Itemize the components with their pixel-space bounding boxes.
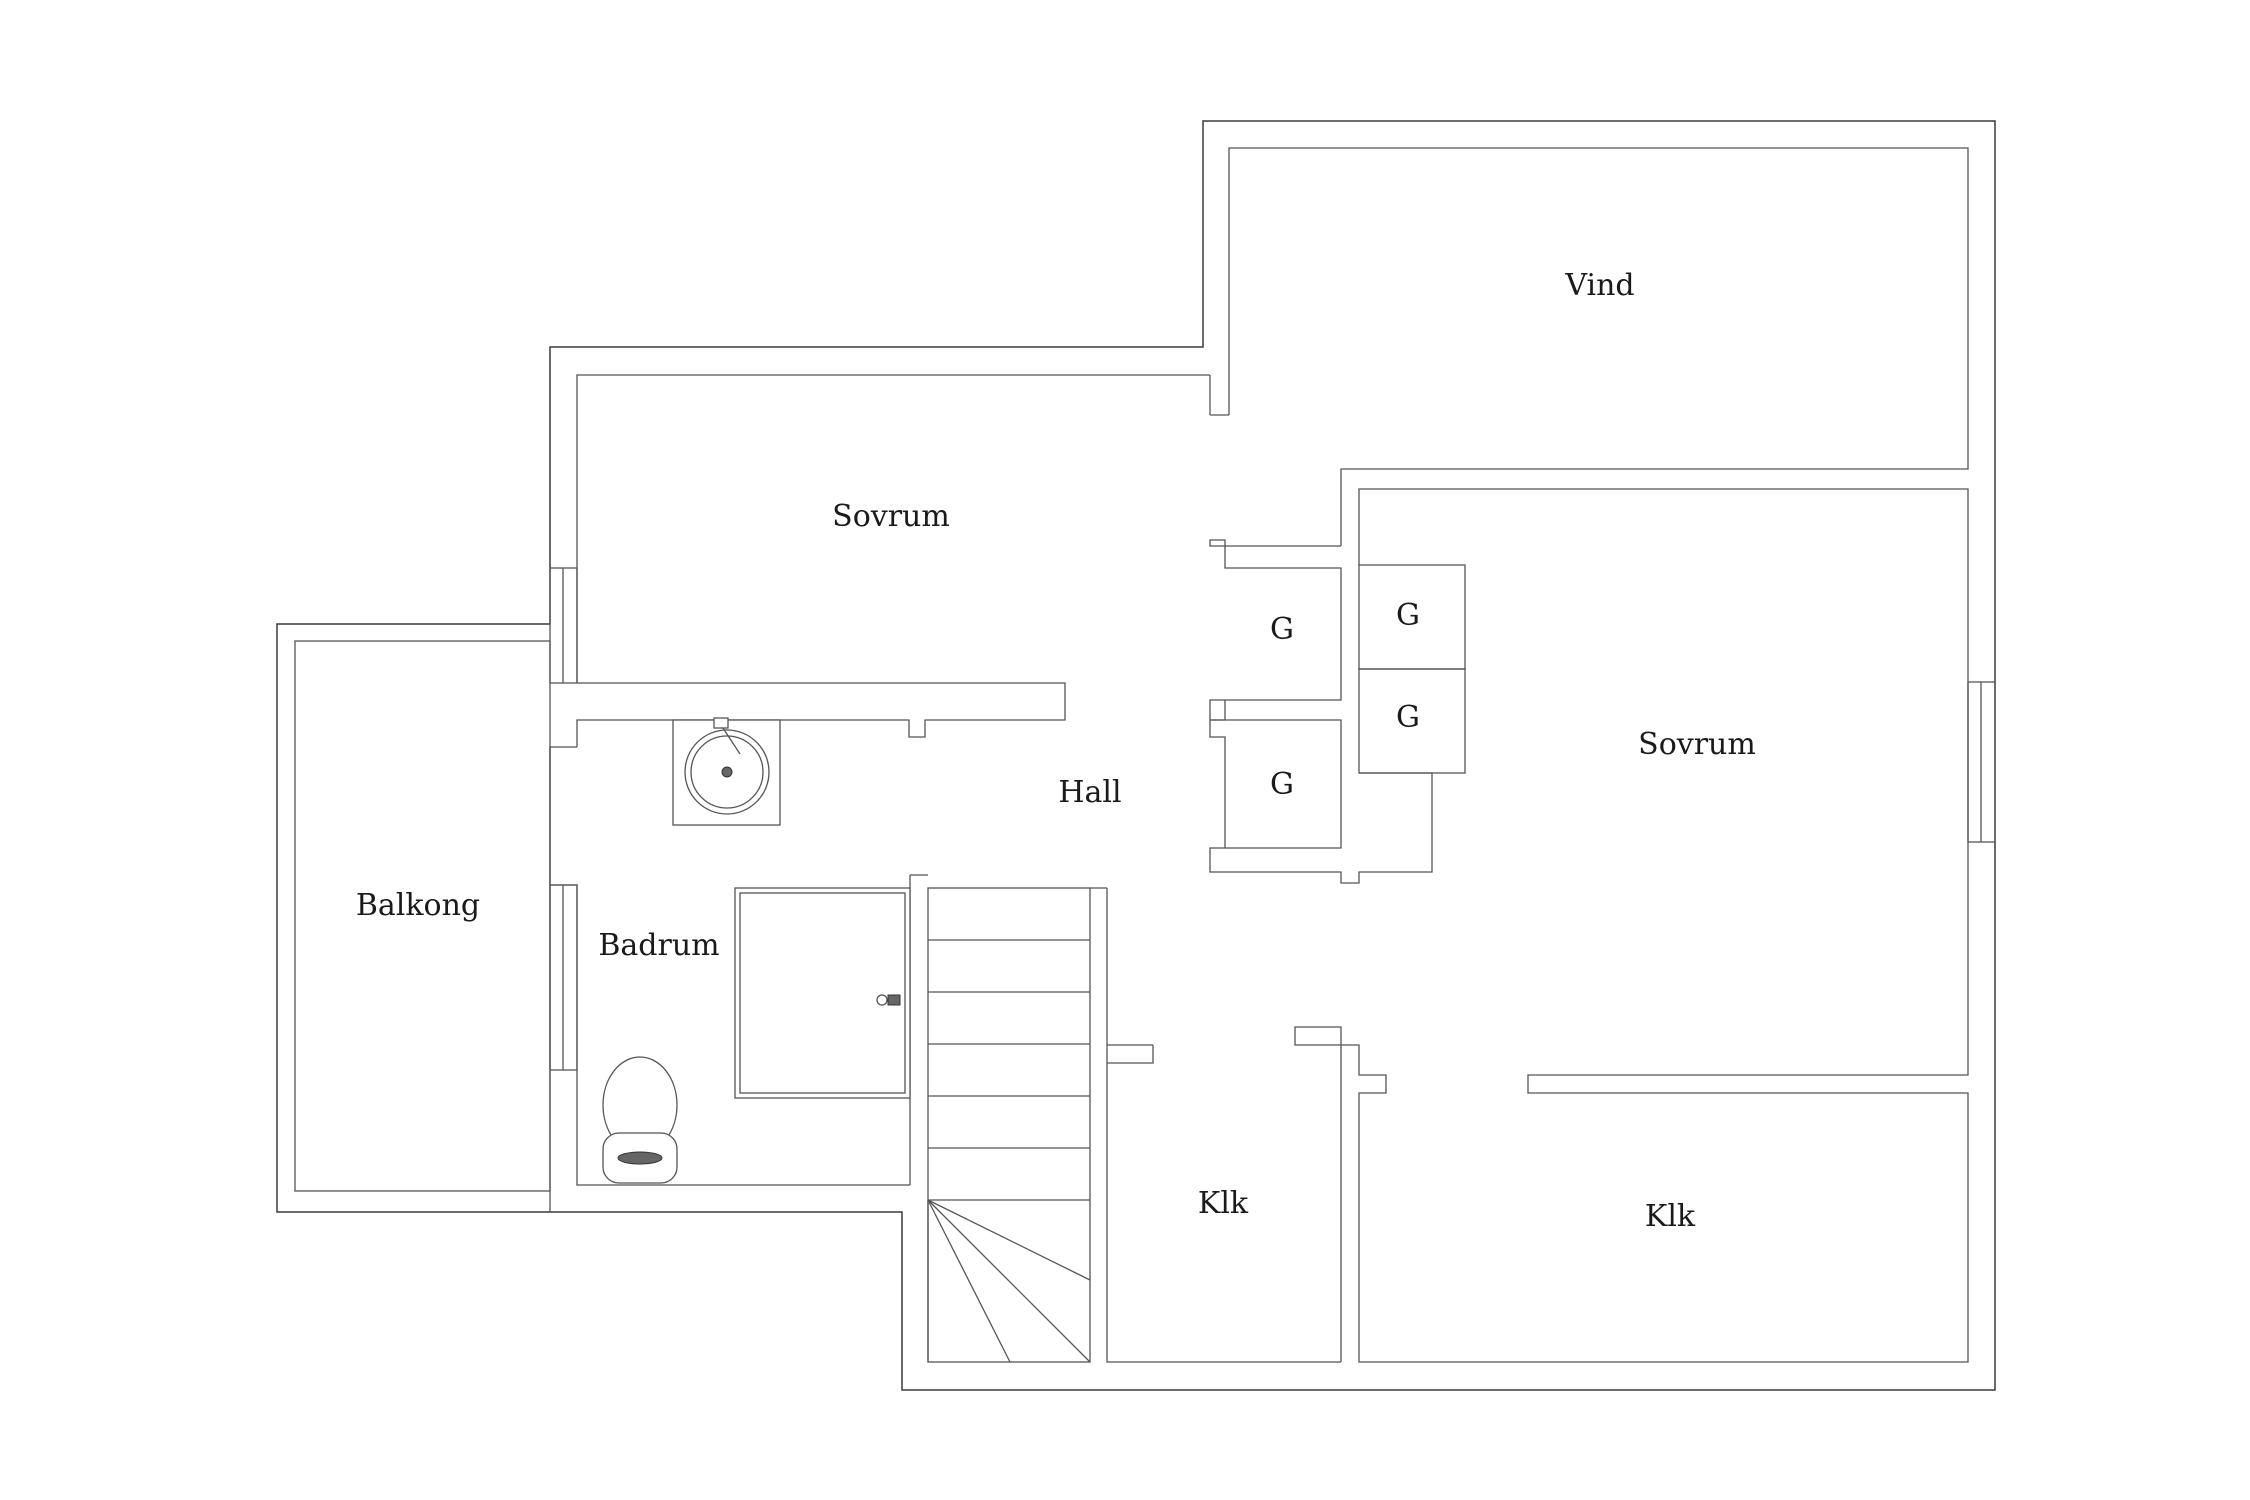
room-label-klk-left: Klk [1198,1186,1249,1221]
sink-drain [721,766,733,778]
room-label-sovrum-top: Sovrum [832,499,950,534]
toilet-seat-detail [617,1151,663,1165]
outer-wall [276,120,1996,1391]
room-label-g-3: G [1396,700,1420,735]
room-label-hall: Hall [1058,775,1121,810]
closet-g-lower-right [1358,668,1466,774]
wall-sovrum-right [1294,488,1969,1363]
stair-winder-2 [927,1199,1091,1363]
wall-hall-stair [1107,1045,1154,1064]
wall-vind [1228,147,1969,546]
wall-closet-bottom [1209,772,1433,884]
room-label-vind: Vind [1564,268,1634,303]
stair-winder-1 [927,1199,1091,1281]
room-label-badrum: Badrum [598,928,719,963]
shower-inner [739,892,906,1094]
room-label-balkong: Balkong [356,888,480,923]
wall-closet-lower [1209,699,1225,721]
room-label-klk-right: Klk [1645,1199,1696,1234]
room-label-g-2: G [1396,598,1420,633]
balkong-area [294,640,551,1192]
room-label-g-4: G [1270,767,1294,802]
shower-valve [887,994,901,1006]
room-label-sovrum-right: Sovrum [1638,727,1756,762]
sink-spout [722,727,741,755]
stairs [927,887,1091,1363]
sink-tap [713,717,729,729]
room-label-g-1: G [1270,612,1294,647]
stair-winder-3 [927,1199,1011,1363]
wall-sovrum-top-bottom [576,682,1066,747]
shower-knob [876,994,888,1006]
wall-closet-lower-2 [1209,719,1342,849]
wall-closet-upper [1209,539,1342,720]
